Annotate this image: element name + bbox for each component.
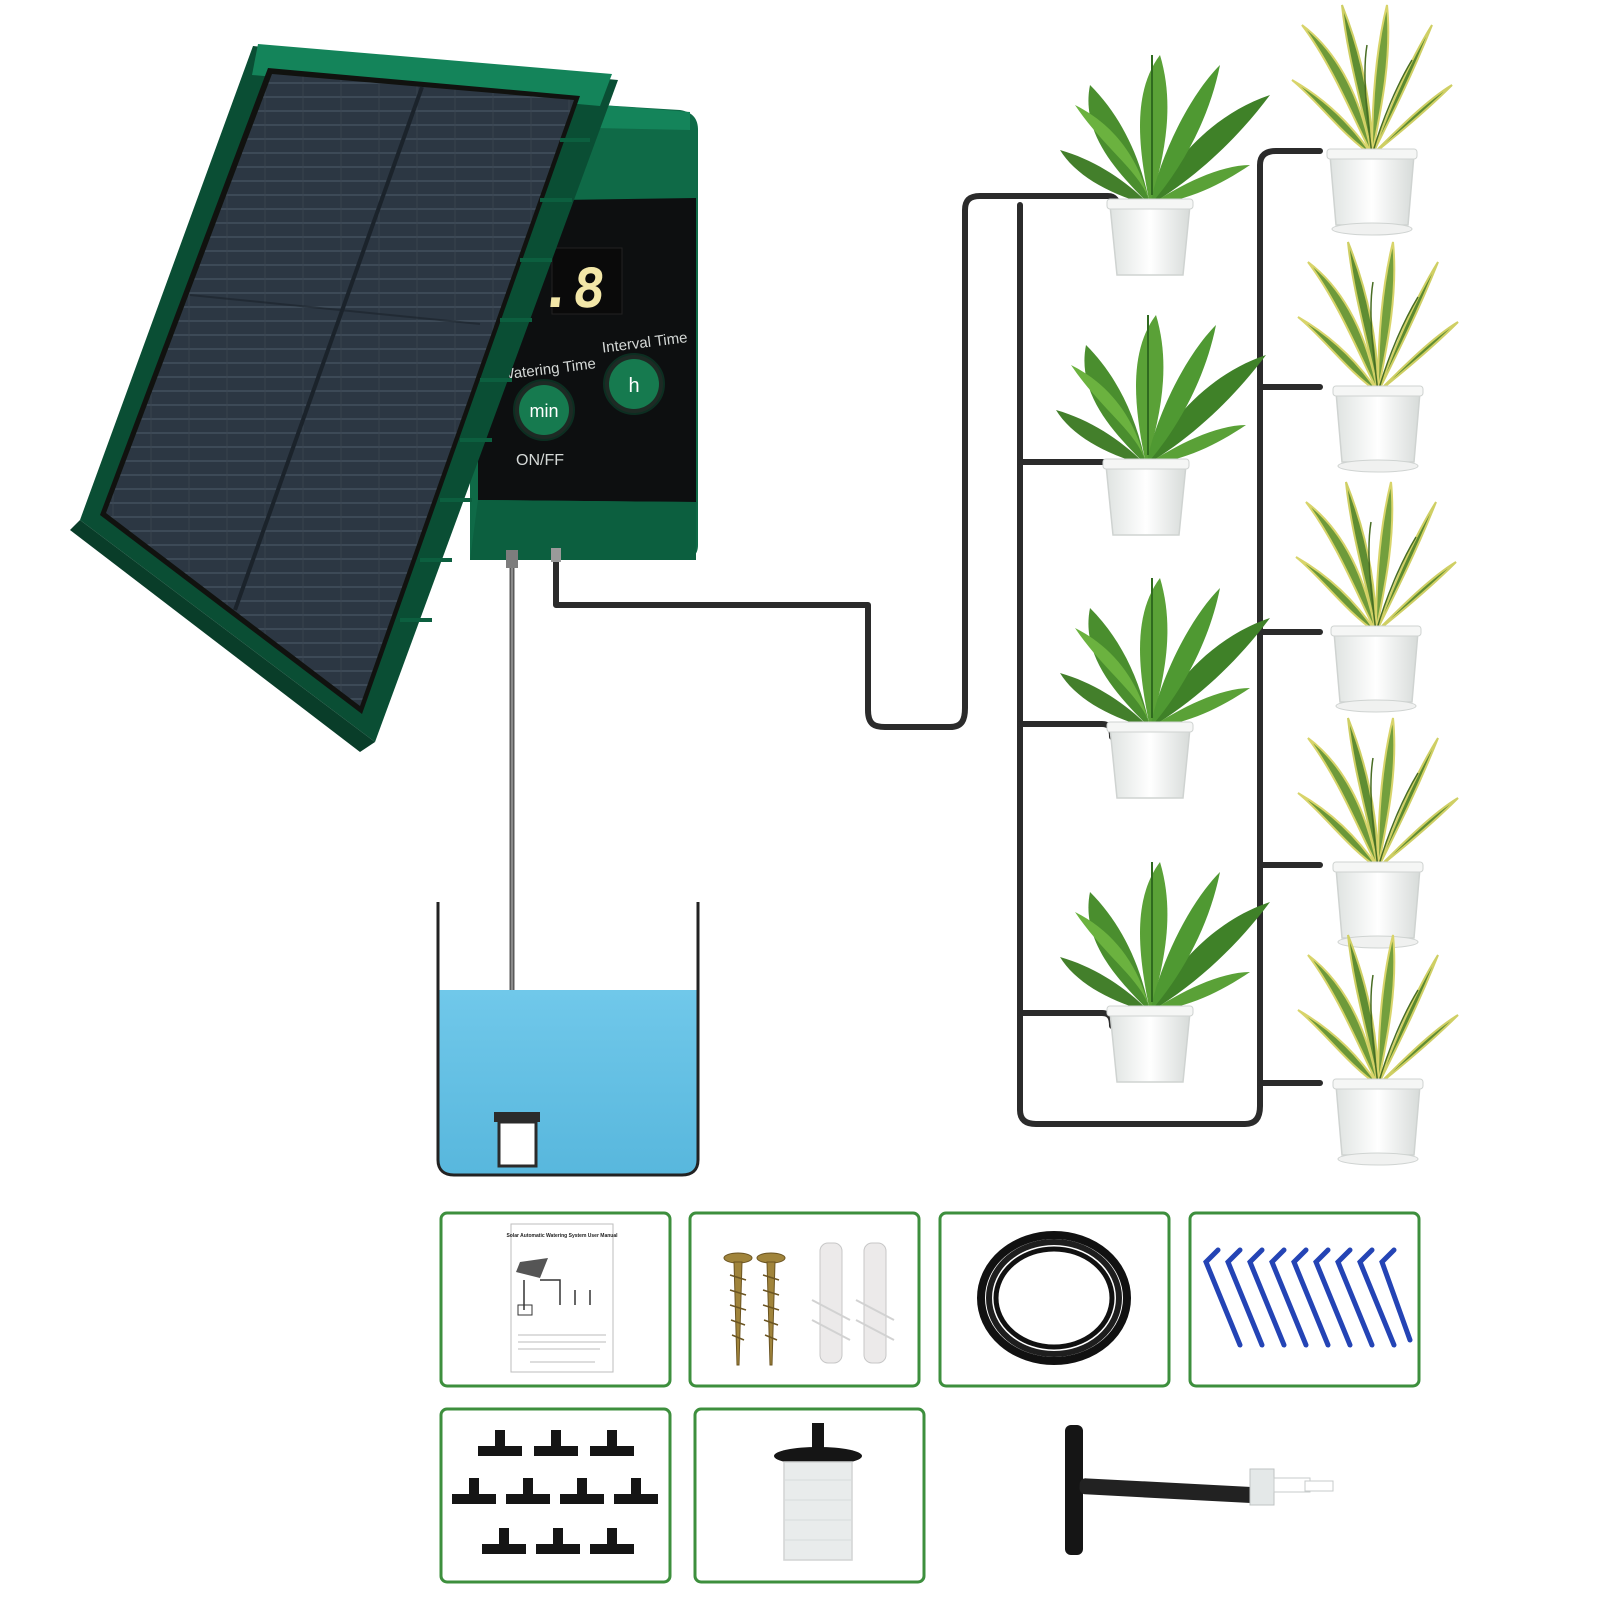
water-bucket [436, 902, 700, 1177]
min-button[interactable]: min [513, 379, 575, 441]
plant-peace-lily-4 [1059, 861, 1271, 1083]
accessory-tubing-coil [938, 1211, 1171, 1388]
plant-snake-4 [1297, 717, 1459, 949]
submersible-pump [494, 1112, 540, 1168]
plant-column-right [1291, 4, 1459, 1166]
plant-snake-2 [1297, 241, 1459, 473]
accessory-check-valve-assembly [1065, 1425, 1334, 1555]
accessory-user-manual: Solar Automatic Watering System User Man… [439, 1211, 672, 1388]
plant-column-left [1055, 54, 1271, 1083]
plant-snake-5 [1297, 934, 1459, 1166]
accessory-drip-stakes [1188, 1211, 1421, 1388]
accessory-tee-connectors [439, 1407, 672, 1584]
plant-peace-lily-3 [1059, 577, 1271, 799]
power-label: ON/FF [516, 452, 564, 469]
accessory-filter [693, 1407, 926, 1584]
solar-controller-unit: 3.8 Watering Time Interval Time min h ON… [70, 44, 698, 752]
hour-button[interactable]: h [603, 353, 665, 415]
manual-title: Solar Automatic Watering System User Man… [506, 1233, 618, 1239]
plant-peace-lily-1 [1059, 54, 1271, 276]
solar-panel [70, 44, 618, 752]
plant-snake-1 [1291, 4, 1453, 236]
svg-text:min: min [529, 401, 558, 421]
plant-snake-3 [1295, 481, 1457, 713]
plant-peace-lily-2 [1055, 314, 1267, 536]
accessory-screws-and-anchors [688, 1211, 921, 1388]
accessories: Solar Automatic Watering System User Man… [439, 1211, 1421, 1584]
svg-text:h: h [628, 375, 639, 397]
